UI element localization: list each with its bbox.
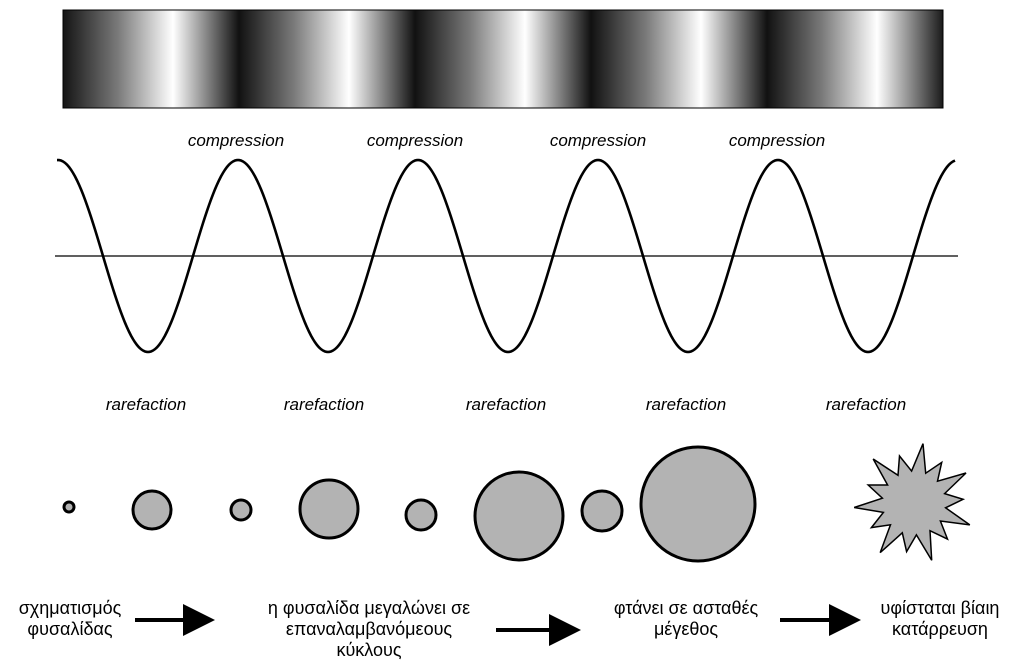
compression-label: compression bbox=[188, 131, 284, 150]
step-label-line: σχηματισμός bbox=[18, 598, 122, 618]
bubble bbox=[473, 470, 565, 562]
collapse-star bbox=[853, 443, 971, 561]
bubble bbox=[639, 445, 757, 563]
bubble bbox=[298, 478, 360, 540]
compression-label: compression bbox=[367, 131, 463, 150]
rarefaction-label: rarefaction bbox=[284, 395, 364, 414]
step-label-line: φυσαλίδας bbox=[27, 619, 113, 639]
step-label-formation: σχηματισμός φυσαλίδας bbox=[2, 598, 138, 640]
step-label-unstable-size: φτάνει σε ασταθές μέγεθος bbox=[588, 598, 784, 640]
bubble bbox=[62, 500, 76, 514]
step-label-line: κατάρρευση bbox=[892, 619, 988, 639]
pressure-band bbox=[62, 9, 944, 109]
step-label-line: επαναλαμβανόμεους bbox=[285, 619, 453, 639]
compression-label: compression bbox=[729, 131, 825, 150]
step-label-line: η φυσαλίδα μεγαλώνει σε bbox=[267, 598, 471, 618]
pressure-wave bbox=[57, 158, 956, 354]
step-label-collapse: υφίσταται βίαιη κατάρρευση bbox=[862, 598, 1018, 640]
bubble-sequence bbox=[62, 445, 757, 563]
step-label-line: φτάνει σε ασταθές bbox=[613, 598, 759, 618]
rarefaction-label: rarefaction bbox=[826, 395, 906, 414]
rarefaction-label: rarefaction bbox=[466, 395, 546, 414]
rarefaction-label: rarefaction bbox=[646, 395, 726, 414]
bubble bbox=[229, 498, 253, 522]
compression-label: compression bbox=[550, 131, 646, 150]
step-label-growth: η φυσαλίδα μεγαλώνει σε επαναλαμβανόμεου… bbox=[238, 598, 500, 661]
bubble bbox=[404, 498, 438, 532]
rarefaction-label: rarefaction bbox=[106, 395, 186, 414]
step-label-line: υφίσταται βίαιη bbox=[880, 598, 1000, 618]
step-label-line: κύκλους bbox=[336, 640, 402, 660]
bubble bbox=[580, 489, 624, 533]
step-label-line: μέγεθος bbox=[653, 619, 719, 639]
bubble bbox=[131, 489, 173, 531]
